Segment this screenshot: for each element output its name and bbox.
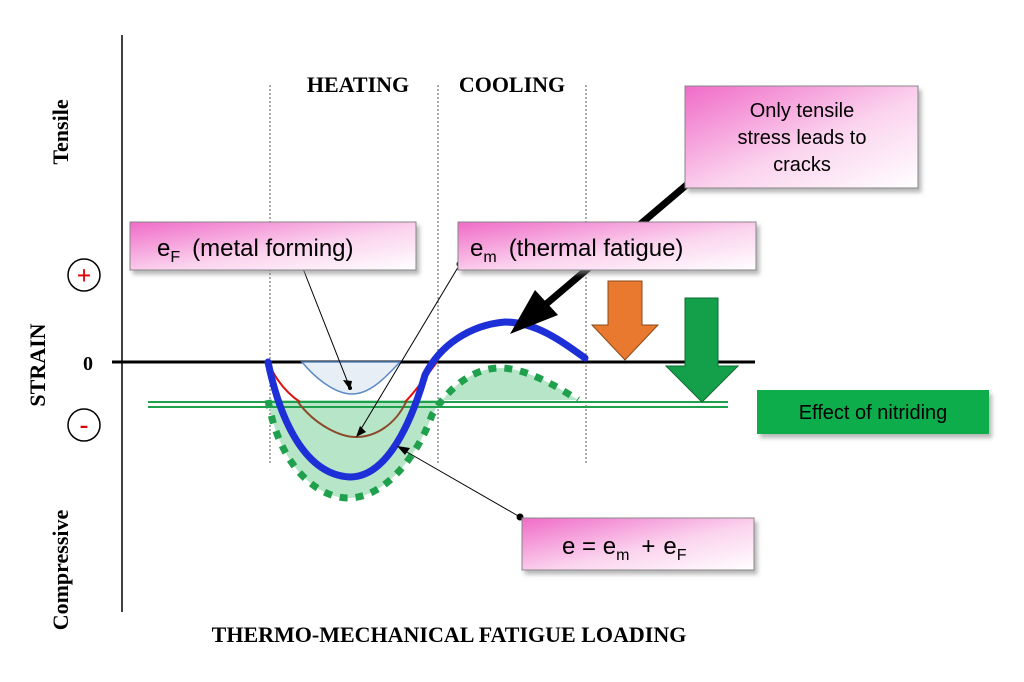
forming-strain-area xyxy=(300,361,402,395)
compressive-label: Compressive xyxy=(48,509,73,630)
sum-leader-line xyxy=(399,447,521,518)
metal-forming-label: eF(metal forming) xyxy=(157,235,354,266)
forming-leader-line xyxy=(301,265,351,389)
nitrided-strain-outline xyxy=(264,364,580,502)
thermal-leader-line xyxy=(357,263,461,435)
thermal-leader-head xyxy=(356,426,366,437)
orange-down-arrow xyxy=(590,280,660,361)
cooling-label: COOLING xyxy=(459,72,565,97)
sum-box xyxy=(521,517,755,571)
thermal-fatigue-label: em(thermal fatigue) xyxy=(470,235,683,266)
tensile-label: Tensile xyxy=(48,99,73,164)
plus-symbol: + xyxy=(77,261,92,290)
minus-symbol: - xyxy=(80,410,89,439)
plus-circle xyxy=(67,258,101,292)
metal-forming-box xyxy=(129,221,417,271)
nitriding-label: Effect of nitriding xyxy=(799,402,948,424)
green-down-arrow xyxy=(664,297,740,403)
heating-label: HEATING xyxy=(307,72,409,97)
x-axis-label: THERMO-MECHANICAL FATIGUE LOADING xyxy=(212,622,687,647)
strain-label: STRAIN xyxy=(25,323,50,406)
tensile-note-box xyxy=(684,85,919,189)
tensile-note-line-2: stress leads to xyxy=(738,127,867,149)
tensile-arrow-head xyxy=(510,290,558,334)
minus-circle xyxy=(67,408,101,442)
nitriding-box xyxy=(757,390,989,434)
zero-label: 0 xyxy=(83,353,93,375)
tensile-note-line-1: Only tensile xyxy=(750,100,855,122)
tensile-note-line-3: cracks xyxy=(773,154,831,176)
forming-leader-head xyxy=(343,380,352,390)
thermal-fatigue-box xyxy=(457,221,757,271)
sum-leader-head xyxy=(397,446,410,455)
sum-label: e = em+eF xyxy=(562,533,687,564)
